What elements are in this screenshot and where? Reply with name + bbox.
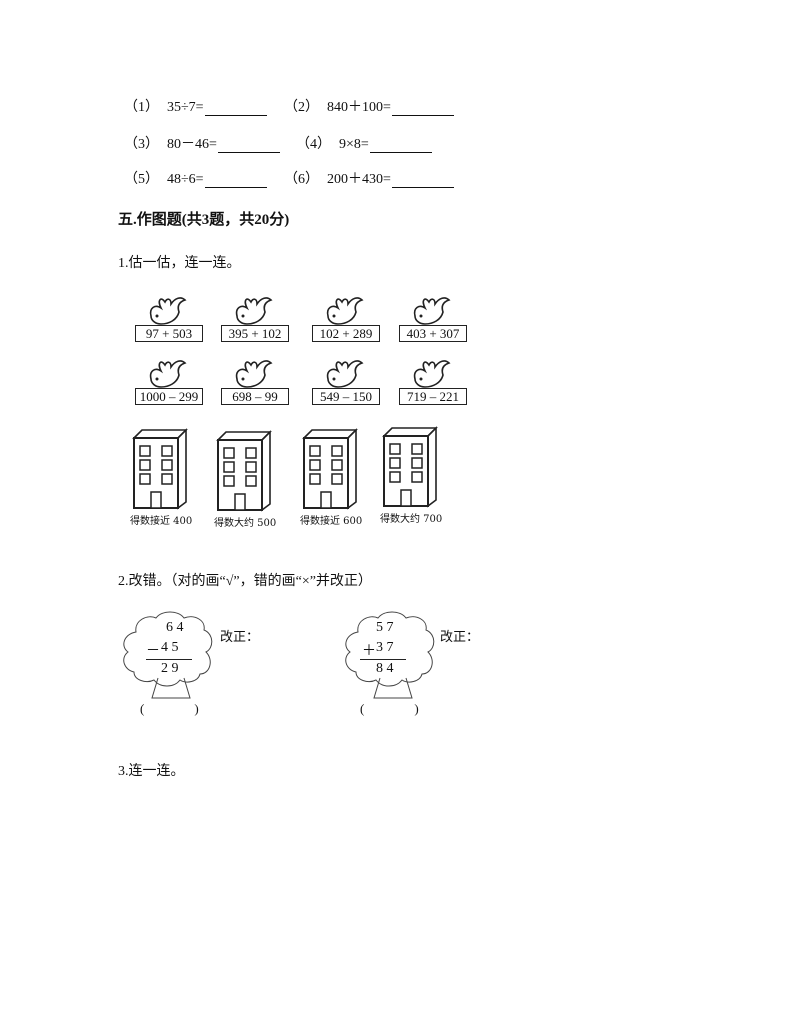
bird-expression: 698 – 99 bbox=[221, 388, 289, 405]
fix-label: 改正： bbox=[440, 630, 480, 645]
building-icon bbox=[216, 430, 272, 512]
question-number: （6） bbox=[284, 172, 319, 187]
question-1: （1） 35÷7= bbox=[124, 96, 267, 116]
result: 2 9 bbox=[161, 661, 179, 676]
bird-icon bbox=[326, 297, 364, 325]
bird-card[interactable]: 549 – 150 bbox=[310, 357, 382, 405]
building-icon bbox=[382, 426, 438, 508]
minuend: 6 4 bbox=[166, 620, 184, 635]
question-5: （5） 48÷6= bbox=[124, 168, 267, 188]
answer-blank[interactable] bbox=[391, 173, 454, 188]
bird-card[interactable]: 719 – 221 bbox=[397, 357, 469, 405]
tree-icon bbox=[123, 611, 213, 699]
bird-expression: 395 + 102 bbox=[221, 325, 289, 342]
question-4: （4） 9×8= bbox=[296, 133, 432, 153]
question-6: （6） 200＋430= bbox=[284, 168, 454, 188]
bird-icon bbox=[149, 360, 187, 388]
addend-1: 5 7 bbox=[376, 620, 394, 635]
question-expression: 35÷7= bbox=[167, 100, 204, 115]
bird-card[interactable]: 698 – 99 bbox=[219, 357, 291, 405]
bird-card[interactable]: 97 + 503 bbox=[133, 294, 205, 342]
question-expression: 840＋100= bbox=[327, 100, 391, 115]
sum-line bbox=[360, 659, 406, 660]
bird-expression: 97 + 503 bbox=[135, 325, 203, 342]
operator: － bbox=[146, 644, 160, 659]
question-expression: 200＋430= bbox=[327, 172, 391, 187]
question-2: （2） 840＋100= bbox=[284, 96, 454, 116]
result: 8 4 bbox=[376, 661, 394, 676]
bird-expression: 719 – 221 bbox=[399, 388, 467, 405]
bird-expression: 549 – 150 bbox=[312, 388, 380, 405]
answer-blank[interactable] bbox=[391, 101, 454, 116]
question-expression: 9×8= bbox=[339, 137, 369, 152]
answer-blank[interactable] bbox=[204, 101, 267, 116]
building-label: 得数接近 400 bbox=[130, 516, 193, 527]
answer-parentheses[interactable]: ( ) bbox=[360, 701, 427, 716]
bird-icon bbox=[413, 360, 451, 388]
sum-line bbox=[146, 659, 192, 660]
tree-problem-2: 5 7 ＋ 3 7 8 4 ( ) bbox=[338, 608, 448, 718]
answer-blank[interactable] bbox=[204, 173, 267, 188]
question-number: （5） bbox=[124, 172, 159, 187]
question-number: （3） bbox=[124, 137, 159, 152]
answer-blank[interactable] bbox=[217, 138, 280, 153]
section-title: 五.作图题(共3题，共20分) bbox=[118, 212, 290, 228]
bird-expression: 102 + 289 bbox=[312, 325, 380, 342]
bird-card[interactable]: 1000 – 299 bbox=[133, 357, 205, 405]
question-number: （2） bbox=[284, 100, 319, 115]
q3-prompt: 3.连一连。 bbox=[118, 764, 185, 779]
bird-card[interactable]: 102 + 289 bbox=[310, 294, 382, 342]
bird-expression: 1000 – 299 bbox=[135, 388, 203, 405]
bird-icon bbox=[235, 360, 273, 388]
building-icon bbox=[302, 428, 358, 510]
tree-icon bbox=[345, 611, 435, 699]
bird-icon bbox=[235, 297, 273, 325]
building-card[interactable]: 得数接近 400 bbox=[130, 428, 202, 527]
bird-icon bbox=[149, 297, 187, 325]
building-card[interactable]: 得数大约 700 bbox=[380, 426, 452, 525]
answer-blank[interactable] bbox=[369, 138, 432, 153]
addend-2: 3 7 bbox=[376, 640, 394, 655]
bird-icon bbox=[413, 297, 451, 325]
question-expression: 80－46= bbox=[167, 137, 217, 152]
bird-card[interactable]: 395 + 102 bbox=[219, 294, 291, 342]
question-number: （4） bbox=[296, 137, 331, 152]
question-number: （1） bbox=[124, 100, 159, 115]
operator: ＋ bbox=[362, 644, 376, 659]
subtrahend: 4 5 bbox=[161, 640, 179, 655]
building-label: 得数大约 700 bbox=[380, 514, 443, 525]
question-3: （3） 80－46= bbox=[124, 133, 280, 153]
bird-card[interactable]: 403 + 307 bbox=[397, 294, 469, 342]
building-card[interactable]: 得数大约 500 bbox=[214, 430, 286, 529]
answer-parentheses[interactable]: ( ) bbox=[140, 701, 207, 716]
building-label: 得数接近 600 bbox=[300, 516, 363, 527]
building-label: 得数大约 500 bbox=[214, 518, 277, 529]
q1-prompt: 1.估一估，连一连。 bbox=[118, 256, 241, 271]
q2-prompt: 2.改错。（对的画“√”，错的画“×”并改正） bbox=[118, 574, 372, 589]
tree-problem-1: 6 4 － 4 5 2 9 ( ) bbox=[116, 608, 226, 718]
building-icon bbox=[132, 428, 188, 510]
building-card[interactable]: 得数接近 600 bbox=[300, 428, 372, 527]
fix-label: 改正： bbox=[220, 630, 260, 645]
bird-icon bbox=[326, 360, 364, 388]
bird-expression: 403 + 307 bbox=[399, 325, 467, 342]
question-expression: 48÷6= bbox=[167, 172, 204, 187]
